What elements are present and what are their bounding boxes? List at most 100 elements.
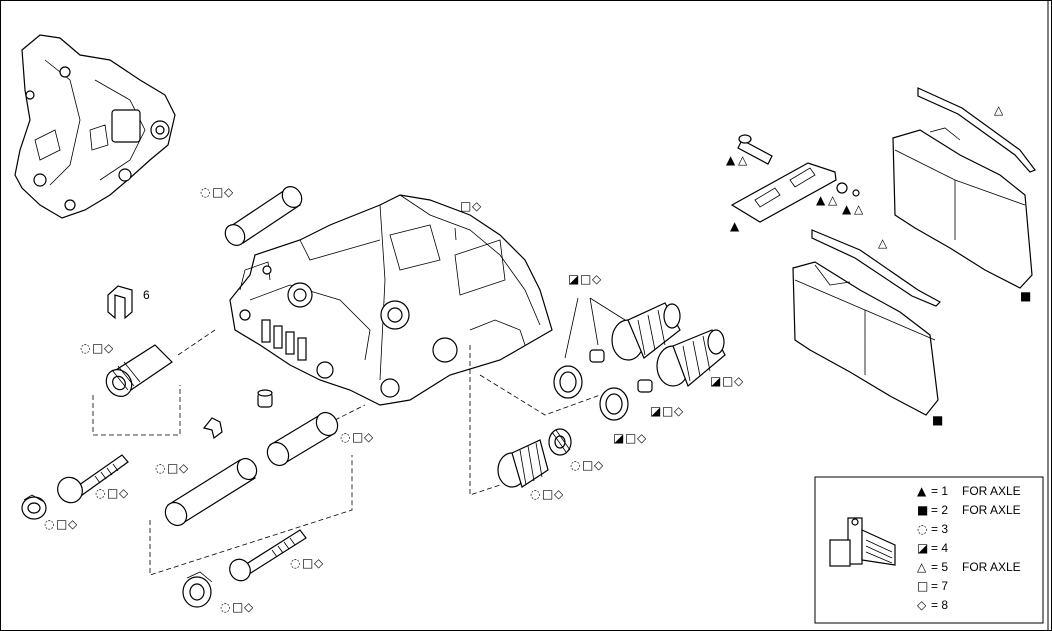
callout-symbol: □: [302, 556, 313, 570]
callout-symbol: ◇: [472, 199, 482, 213]
callout-symbol: ◌: [220, 600, 230, 614]
legend-value: = 7: [931, 579, 948, 593]
callout-symbol: ◇: [364, 430, 374, 444]
callout-symbol: □: [580, 272, 591, 286]
callout-piston-kit: ◪□◇: [568, 272, 602, 286]
callout-symbol: ◪: [568, 272, 579, 286]
callout-symbol: □: [167, 461, 178, 475]
callout-symbol: ◪: [613, 431, 624, 445]
tappet-b-part: [637, 379, 653, 393]
leader-sleeve-mid: [334, 404, 366, 421]
legend-value: = 8: [931, 598, 948, 612]
assembled-caliper-thumbnail: [14, 34, 176, 219]
callout-symbol: □: [662, 404, 673, 418]
callout-symbol: ◇: [592, 272, 602, 286]
bolt-bottom-part: [229, 529, 307, 582]
leader-housing-piston: [479, 374, 601, 416]
callout-nut-a: ▲△: [816, 193, 838, 207]
ring-left-part: [548, 428, 572, 456]
callout-symbol: △: [738, 153, 748, 167]
callout-symbol: ◌: [570, 458, 580, 472]
callout-symbol: ◇: [314, 556, 324, 570]
legend-symbol: ▲: [917, 484, 927, 498]
callout-symbol: ◌: [290, 556, 300, 570]
callout-symbol: □: [56, 517, 67, 531]
leader-housing-boot: [469, 345, 501, 496]
callout-bushing-bottom: ◌□◇: [220, 600, 254, 614]
callout-symbol: □: [542, 487, 553, 501]
legend-illustration: [829, 517, 896, 567]
callout-nut-b: ▲△: [842, 202, 864, 216]
legend-value: = 4: [931, 541, 948, 555]
legend-symbol: □: [917, 579, 928, 593]
tappet-a-part: [589, 349, 605, 363]
sleeve-top-part: [224, 186, 303, 246]
callout-pad-bottom: ■: [932, 413, 943, 427]
callout-symbol: ▲: [816, 193, 826, 207]
callout-symbol: □: [582, 458, 593, 472]
leader-pin-left: [92, 385, 181, 436]
callout-symbol: ◌: [200, 185, 210, 199]
clip-spring-part: [202, 417, 223, 440]
callout-symbol: ◇: [637, 431, 647, 445]
legend-suffix: FOR AXLE: [962, 503, 1021, 517]
callout-symbol: ◇: [594, 458, 604, 472]
callout-symbol: □: [232, 600, 243, 614]
callout-spring-top: △: [994, 103, 1004, 117]
long-sleeve-part: [164, 457, 258, 527]
callout-symbol: ■: [1020, 289, 1031, 303]
caliper-housing: [229, 194, 553, 406]
legend-value: = 1: [931, 484, 948, 498]
bushing-left-part: [21, 494, 47, 520]
callout-sleeve-mid: ◌□◇: [340, 430, 374, 444]
callout-symbol: △: [854, 202, 864, 216]
callout-seal-ring-2: ◪□◇: [613, 431, 647, 445]
callout-seal-ring: ◪□◇: [650, 404, 684, 418]
callout-guide-pin-left: ◌□◇: [80, 341, 114, 355]
clip-part-6: [107, 285, 133, 320]
legend-suffix: FOR AXLE: [962, 484, 1021, 498]
pad-bottom-part: [792, 261, 939, 416]
legend-value: = 3: [931, 522, 948, 536]
legend-suffix: FOR AXLE: [962, 560, 1021, 574]
small-stud-part: [257, 389, 273, 408]
callout-symbol: ▲: [842, 202, 852, 216]
callout-symbol: ◌: [155, 461, 165, 475]
legend-symbol: ◪: [917, 541, 928, 555]
callout-clip-part: ◌□◇: [155, 461, 189, 475]
pad-pin-part: [737, 134, 773, 165]
callout-symbol: △: [994, 103, 1004, 117]
bolt-left-part: [57, 454, 129, 504]
callout-symbol: ◇: [244, 600, 254, 614]
spring-bottom-part: [811, 229, 941, 307]
piston-group-lines: [564, 297, 626, 359]
callout-symbol: △: [878, 236, 888, 250]
callout-symbol: ◇: [119, 486, 129, 500]
callout-symbol: □: [212, 185, 223, 199]
callout-symbol: ◌: [80, 341, 90, 355]
callout-boot-left: ◌□◇: [530, 487, 564, 501]
callout-ring-left: ◌□◇: [570, 458, 604, 472]
callout-symbol: ◇: [179, 461, 189, 475]
callout-symbol: ▲: [726, 153, 736, 167]
callout-symbol: ◌: [95, 486, 105, 500]
callout-sleeve-top: ◌□◇: [200, 185, 234, 199]
callout-symbol: ◌: [530, 487, 540, 501]
callout-housing: □◇: [460, 199, 482, 213]
callout-symbol: ◇: [734, 374, 744, 388]
callout-spring-bottom: △: [878, 236, 888, 250]
callout-symbol: □: [722, 374, 733, 388]
callout-bushing-left: ◌□◇: [44, 517, 78, 531]
callout-symbol: ◇: [554, 487, 564, 501]
callout-symbol: ◪: [650, 404, 661, 418]
piston-boot-a-part: [611, 302, 681, 361]
callout-symbol: ▲: [730, 219, 740, 233]
callout-symbol: △: [828, 193, 838, 207]
callouts-layer: ◌□◇□◇◌□◇◌□◇◌□◇◌□◇◌□◇◌□◇◌□◇◪□◇◪□◇◪□◇◪□◇◌□…: [44, 103, 1031, 614]
callout-retainer-plate: ▲: [730, 219, 740, 233]
callout-boot-right: ◪□◇: [710, 374, 744, 388]
legend-symbol: △: [917, 560, 927, 574]
legend-symbol: ■: [917, 503, 928, 517]
